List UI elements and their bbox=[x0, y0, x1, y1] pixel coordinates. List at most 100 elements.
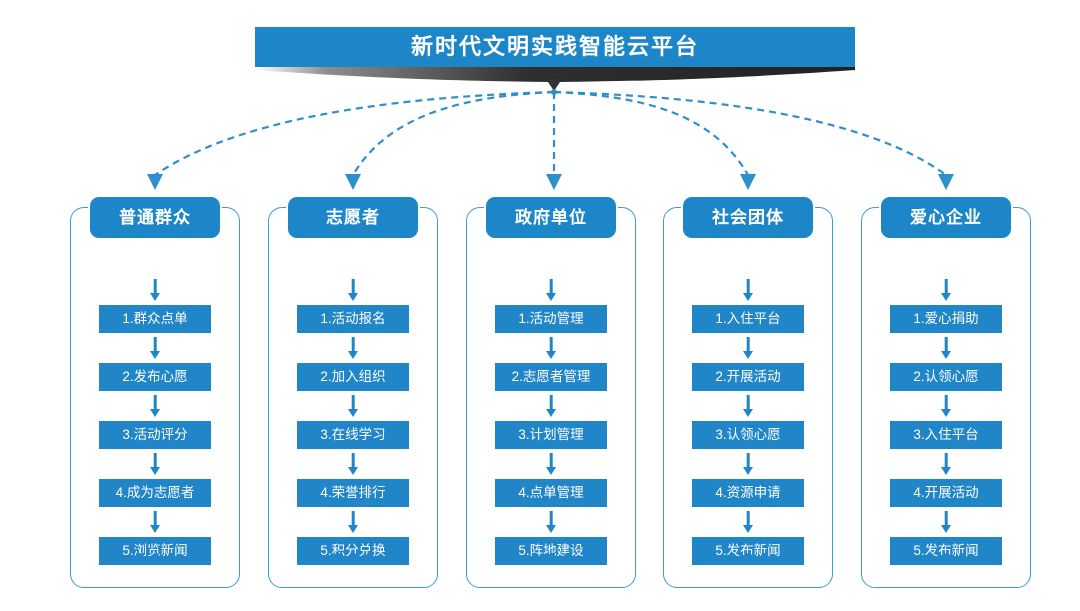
list-item[interactable]: 3.在线学习 bbox=[297, 421, 409, 449]
down-arrow-icon bbox=[741, 449, 755, 479]
column-header-label: 政府单位 bbox=[515, 208, 587, 227]
down-arrow-icon bbox=[741, 507, 755, 537]
list-item[interactable]: 4.点单管理 bbox=[495, 479, 607, 507]
down-arrow-icon bbox=[741, 333, 755, 363]
ellipsis-dot bbox=[728, 553, 736, 560]
list-item[interactable]: 1.入住平台 bbox=[692, 305, 804, 333]
ellipsis-dot bbox=[563, 553, 571, 560]
list-item[interactable]: 2.志愿者管理 bbox=[495, 363, 607, 391]
list-item[interactable]: 3.计划管理 bbox=[495, 421, 607, 449]
column-header-badge[interactable]: 志愿者 bbox=[288, 197, 418, 238]
ellipsis-dot bbox=[942, 553, 950, 560]
arrowhead-col-2-icon bbox=[345, 174, 361, 190]
dashed-arc-to-col-2 bbox=[352, 90, 555, 176]
list-item[interactable]: 4.资源申请 bbox=[692, 479, 804, 507]
down-arrow-icon bbox=[346, 449, 360, 479]
ellipsis-dot bbox=[926, 553, 934, 560]
list-item[interactable]: 5.积分兑换 bbox=[297, 537, 409, 565]
column-item-list: 1.群众点单 2.发布心愿 3.活动评分 4.成为志愿者 5.浏览新闻 bbox=[71, 275, 239, 565]
list-item-label: 4.荣誉排行 bbox=[320, 485, 386, 501]
list-item-label: 2.开展活动 bbox=[715, 369, 781, 385]
list-item[interactable]: 4.开展活动 bbox=[890, 479, 1002, 507]
down-arrow-icon bbox=[148, 507, 162, 537]
more-items-ellipsis bbox=[664, 553, 832, 560]
down-arrow-icon bbox=[939, 391, 953, 421]
list-item-label: 3.活动评分 bbox=[122, 427, 188, 443]
ellipsis-dot bbox=[349, 553, 357, 560]
column-item-list: 1.活动报名 2.加入组织 3.在线学习 4.荣誉排行 5.积分兑换 bbox=[269, 275, 437, 565]
more-items-ellipsis bbox=[467, 553, 635, 560]
down-arrow-icon bbox=[346, 507, 360, 537]
role-column-volunteer[interactable]: 志愿者 1.活动报名 2.加入组织 3.在线学习 4.荣誉排行 5.积分兑换 bbox=[268, 197, 438, 588]
list-item[interactable]: 5.发布新闻 bbox=[692, 537, 804, 565]
role-column-government-unit[interactable]: 政府单位 1.活动管理 2.志愿者管理 3.计划管理 4.点单管理 5.阵地建设 bbox=[466, 197, 636, 588]
list-item-label: 1.活动管理 bbox=[518, 311, 584, 327]
down-arrow-icon bbox=[939, 275, 953, 305]
list-item[interactable]: 4.成为志愿者 bbox=[99, 479, 211, 507]
column-header-badge[interactable]: 社会团体 bbox=[683, 197, 813, 238]
list-item[interactable]: 1.群众点单 bbox=[99, 305, 211, 333]
dashed-arc-to-col-4 bbox=[553, 90, 749, 176]
column-header-badge[interactable]: 政府单位 bbox=[486, 197, 616, 238]
list-item[interactable]: 3.活动评分 bbox=[99, 421, 211, 449]
list-item-label: 4.点单管理 bbox=[518, 485, 584, 501]
list-item-label: 3.认领心愿 bbox=[715, 427, 781, 443]
arrowhead-col-1-icon bbox=[147, 174, 163, 190]
list-item-label: 4.资源申请 bbox=[715, 485, 781, 501]
down-arrow-icon bbox=[741, 391, 755, 421]
list-item[interactable]: 2.发布心愿 bbox=[99, 363, 211, 391]
list-item[interactable]: 5.发布新闻 bbox=[890, 537, 1002, 565]
list-item-label: 4.成为志愿者 bbox=[115, 485, 195, 501]
role-column-charity-enterprise[interactable]: 爱心企业 1.爱心捐助 2.认领心愿 3.入住平台 4.开展活动 5.发布新闻 bbox=[861, 197, 1031, 588]
ellipsis-dot bbox=[547, 553, 555, 560]
ellipsis-dot bbox=[958, 553, 966, 560]
banner-ribbon-shadow bbox=[255, 67, 855, 83]
list-item[interactable]: 1.爱心捐助 bbox=[890, 305, 1002, 333]
more-items-ellipsis bbox=[269, 553, 437, 560]
list-item-label: 1.活动报名 bbox=[320, 311, 386, 327]
down-arrow-icon bbox=[939, 333, 953, 363]
ellipsis-dot bbox=[531, 553, 539, 560]
list-item[interactable]: 3.入住平台 bbox=[890, 421, 1002, 449]
list-item-label: 3.计划管理 bbox=[518, 427, 584, 443]
column-item-list: 1.爱心捐助 2.认领心愿 3.入住平台 4.开展活动 5.发布新闻 bbox=[862, 275, 1030, 565]
down-arrow-icon bbox=[148, 333, 162, 363]
ellipsis-dot bbox=[333, 553, 341, 560]
arrowhead-col-4-icon bbox=[740, 174, 756, 190]
platform-title-banner: 新时代文明实践智能云平台 bbox=[255, 27, 855, 67]
list-item[interactable]: 4.荣誉排行 bbox=[297, 479, 409, 507]
down-arrow-icon bbox=[939, 449, 953, 479]
list-item[interactable]: 5.浏览新闻 bbox=[99, 537, 211, 565]
list-item[interactable]: 5.阵地建设 bbox=[495, 537, 607, 565]
list-item-label: 2.认领心愿 bbox=[913, 369, 979, 385]
down-arrow-icon bbox=[148, 391, 162, 421]
list-item-label: 2.发布心愿 bbox=[122, 369, 188, 385]
list-item[interactable]: 1.活动报名 bbox=[297, 305, 409, 333]
more-items-ellipsis bbox=[862, 553, 1030, 560]
list-item[interactable]: 3.认领心愿 bbox=[692, 421, 804, 449]
column-item-list: 1.入住平台 2.开展活动 3.认领心愿 4.资源申请 5.发布新闻 bbox=[664, 275, 832, 565]
down-arrow-icon bbox=[544, 507, 558, 537]
role-column-common-public[interactable]: 普通群众 1.群众点单 2.发布心愿 3.活动评分 4.成为志愿者 5.浏览新闻 bbox=[70, 197, 240, 588]
down-arrow-icon bbox=[544, 275, 558, 305]
down-arrow-icon bbox=[544, 391, 558, 421]
more-items-ellipsis bbox=[71, 553, 239, 560]
column-header-badge[interactable]: 爱心企业 bbox=[881, 197, 1011, 238]
ellipsis-dot bbox=[365, 553, 373, 560]
dashed-arc-to-col-5 bbox=[553, 90, 947, 176]
list-item-label: 1.群众点单 bbox=[122, 311, 188, 327]
column-header-label: 爱心企业 bbox=[910, 208, 982, 227]
column-header-label: 社会团体 bbox=[712, 208, 784, 227]
column-header-badge[interactable]: 普通群众 bbox=[90, 197, 220, 238]
list-item[interactable]: 1.活动管理 bbox=[495, 305, 607, 333]
list-item[interactable]: 2.开展活动 bbox=[692, 363, 804, 391]
role-column-social-organization[interactable]: 社会团体 1.入住平台 2.开展活动 3.认领心愿 4.资源申请 5.发布新闻 bbox=[663, 197, 833, 588]
page-title: 新时代文明实践智能云平台 bbox=[410, 34, 699, 59]
fan-origin-node bbox=[551, 89, 557, 95]
list-item-label: 1.入住平台 bbox=[715, 311, 781, 327]
list-item-label: 3.在线学习 bbox=[320, 427, 386, 443]
down-arrow-icon bbox=[544, 333, 558, 363]
list-item[interactable]: 2.认领心愿 bbox=[890, 363, 1002, 391]
list-item[interactable]: 2.加入组织 bbox=[297, 363, 409, 391]
